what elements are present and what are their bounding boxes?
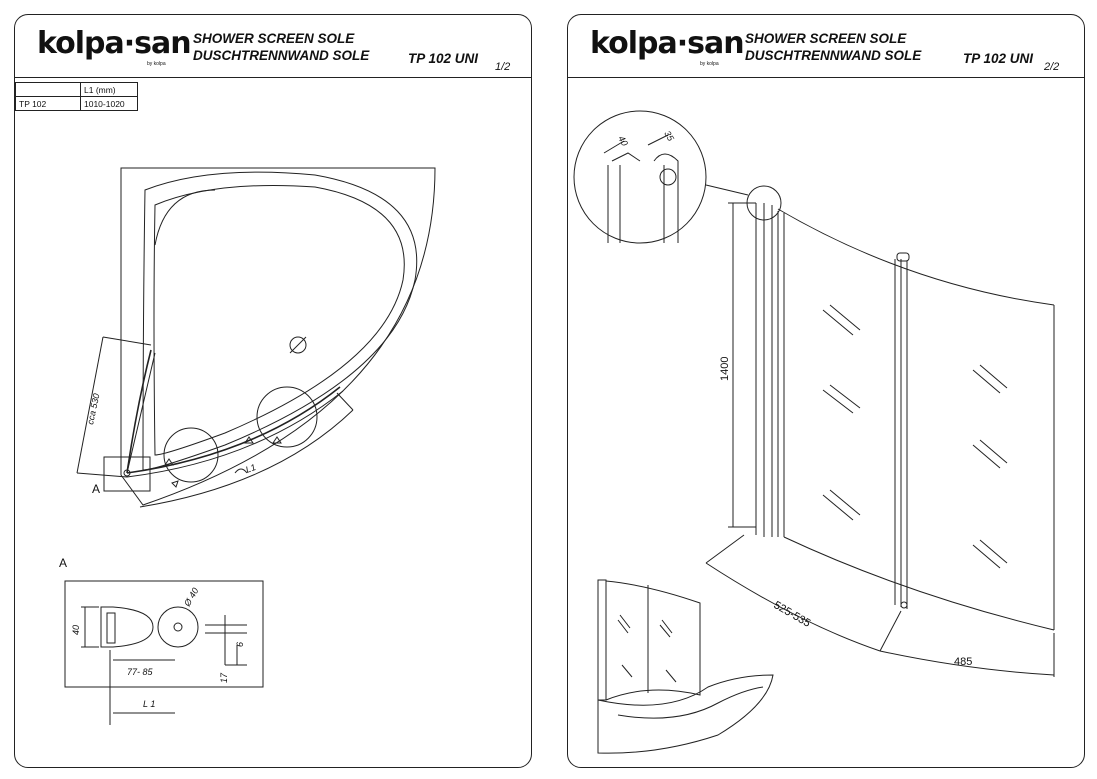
middle-profile — [894, 259, 908, 609]
dim-label-17: 17 — [219, 672, 229, 683]
thumb-profile — [597, 579, 607, 701]
profile-detail-circle — [573, 110, 707, 244]
title-line-en: SHOWER SCREEN SOLE — [193, 31, 355, 46]
glass-top-edge — [777, 208, 1055, 306]
dim-label-height: 1400 — [719, 357, 731, 381]
thumb-screen — [605, 580, 701, 701]
sheet-title: SHOWER SCREEN SOLE DUSCHTRENNWAND SOLE — [193, 30, 369, 64]
tub-rim — [142, 171, 418, 471]
thumb-tub — [597, 674, 774, 754]
brand-logo-sub: by kolpa — [700, 61, 719, 67]
dim-line-width2 — [879, 650, 1055, 676]
dim-label-35: 35 — [662, 129, 676, 144]
product-code: TP 102 UNI — [963, 51, 1034, 66]
dim-label-L1: L 1 — [143, 699, 155, 709]
dim-label-40: 40 — [71, 625, 81, 635]
wall-profile — [755, 203, 773, 537]
dimension-table: L1 (mm) TP 102 1010-1020 — [15, 82, 138, 111]
tub-inner — [153, 184, 405, 456]
bathtub-plan-drawing: cca 530 L1 A A 40 Ø 40 6 17 77- 85 L — [59, 167, 436, 725]
table-cell: 1010-1020 — [80, 96, 138, 111]
product-code: TP 102 UNI — [408, 51, 479, 66]
profile-section — [100, 606, 154, 648]
drawing-sheet-2: kolpa·san by kolpa SHOWER SCREEN SOLE DU… — [567, 14, 1085, 768]
dim-label-width: cca 530 — [85, 392, 101, 425]
dim-label-40: 40 — [616, 134, 630, 148]
sheet-header: kolpa·san by kolpa SHOWER SCREEN SOLE DU… — [15, 15, 531, 78]
dim-line-L1 — [139, 409, 354, 508]
sheet-title: SHOWER SCREEN SOLE DUSCHTRENNWAND SOLE — [745, 30, 921, 64]
sheet-header: kolpa·san by kolpa SHOWER SCREEN SOLE DU… — [568, 15, 1084, 78]
dim-label-width1: 525-535 — [772, 599, 813, 630]
table-row: TP 102 1010-1020 — [15, 96, 138, 111]
brand-logo-sub: by kolpa — [147, 61, 166, 67]
dim-label-77-85: 77- 85 — [127, 667, 154, 677]
dim-label-dia40: Ø 40 — [182, 586, 201, 609]
page-number: 2/2 — [1044, 61, 1060, 73]
dim-label-length: L1 — [244, 462, 257, 475]
jet-circle — [163, 427, 219, 483]
seal-circle — [157, 606, 199, 648]
glass-bottom-edge — [783, 536, 1055, 631]
page-number: 1/2 — [495, 61, 511, 73]
brand-logo: kolpa·san — [590, 26, 745, 61]
dim-line-width1 — [705, 562, 881, 652]
detail-title: A — [59, 556, 67, 570]
screen-curve — [126, 386, 341, 474]
shower-screen-perspective: 40 35 1400 525-535 485 — [573, 110, 1055, 754]
dim-label-6: 6 — [235, 642, 245, 647]
drawing-sheet-1: kolpa·san by kolpa SHOWER SCREEN SOLE DU… — [14, 14, 532, 768]
drain-icon — [289, 336, 307, 354]
brand-logo: kolpa·san — [37, 26, 192, 61]
title-line-de: DUSCHTRENNWAND SOLE — [745, 48, 922, 63]
detail-a-frame — [64, 580, 264, 688]
title-line-en: SHOWER SCREEN SOLE — [745, 31, 907, 46]
jet-circle — [256, 386, 318, 448]
screen-panel — [126, 349, 152, 474]
detail-box-a — [103, 456, 151, 492]
table-cell: TP 102 — [15, 96, 81, 111]
dim-label-width2: 485 — [954, 656, 972, 668]
dim-line-530 — [76, 336, 104, 474]
tub-outline — [120, 167, 436, 506]
tub-seat — [154, 189, 216, 246]
title-line-de: DUSCHTRENNWAND SOLE — [193, 48, 370, 63]
detail-marker: A — [92, 482, 100, 496]
